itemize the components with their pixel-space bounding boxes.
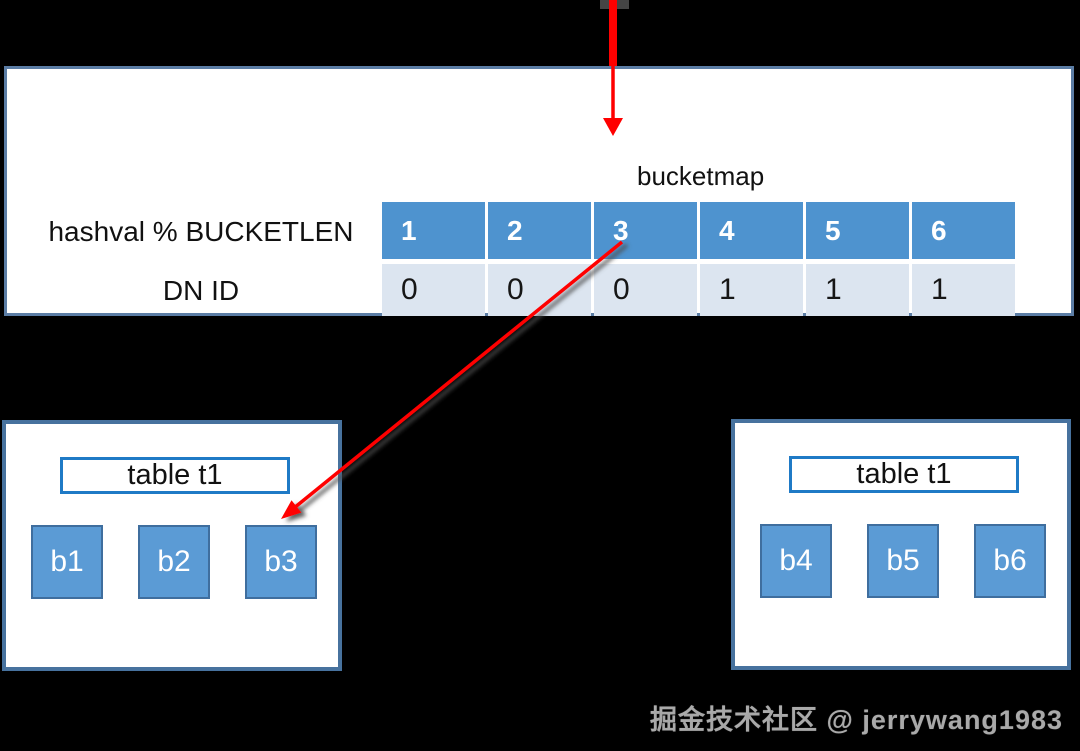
dn1-panel: table t1 b4 b5 b6 [731, 419, 1071, 670]
dn-id-label: DN ID [162, 275, 240, 306]
watermark: 掘金技术社区 @ jerrywang1983 [650, 705, 1063, 735]
bucket-header-cell-1: 1 [382, 202, 485, 259]
hash-formula-label: hashval % BUCKETLEN [48, 216, 354, 247]
table-t1-label-left: table t1 [60, 457, 290, 494]
bucketmap-title: bucketmap [637, 161, 765, 191]
bucket-b3: b3 [245, 525, 317, 599]
bucketmap-panel: bucketmap hashval % BUCKETLEN DN ID 1 2 … [4, 66, 1074, 316]
dn0-panel: table t1 b1 b2 b3 [2, 420, 342, 671]
dn-id-cell-1: 0 [382, 264, 485, 316]
dn-id-cell-4: 1 [700, 264, 803, 316]
bucket-b4: b4 [760, 524, 832, 598]
bucket-b2: b2 [138, 525, 210, 599]
bucket-header-cell-6: 6 [912, 202, 1015, 259]
dn-id-cell-6: 1 [912, 264, 1015, 316]
dn-id-cell-5: 1 [806, 264, 909, 316]
top-edge-notch [600, 0, 629, 9]
bucket-header-cell-4: 4 [700, 202, 803, 259]
bucket-header-cell-2: 2 [488, 202, 591, 259]
dn-id-cell-2: 0 [488, 264, 591, 316]
bucket-header-cell-5: 5 [806, 202, 909, 259]
table-t1-label-right: table t1 [789, 456, 1019, 493]
dn-id-cell-3: 0 [594, 264, 697, 316]
bucket-b5: b5 [867, 524, 939, 598]
bucketmap-table: 1 2 3 4 5 6 0 0 0 1 1 1 [382, 202, 1015, 316]
bucket-b6: b6 [974, 524, 1046, 598]
bucket-b1: b1 [31, 525, 103, 599]
bucket-header-cell-3: 3 [594, 202, 697, 259]
